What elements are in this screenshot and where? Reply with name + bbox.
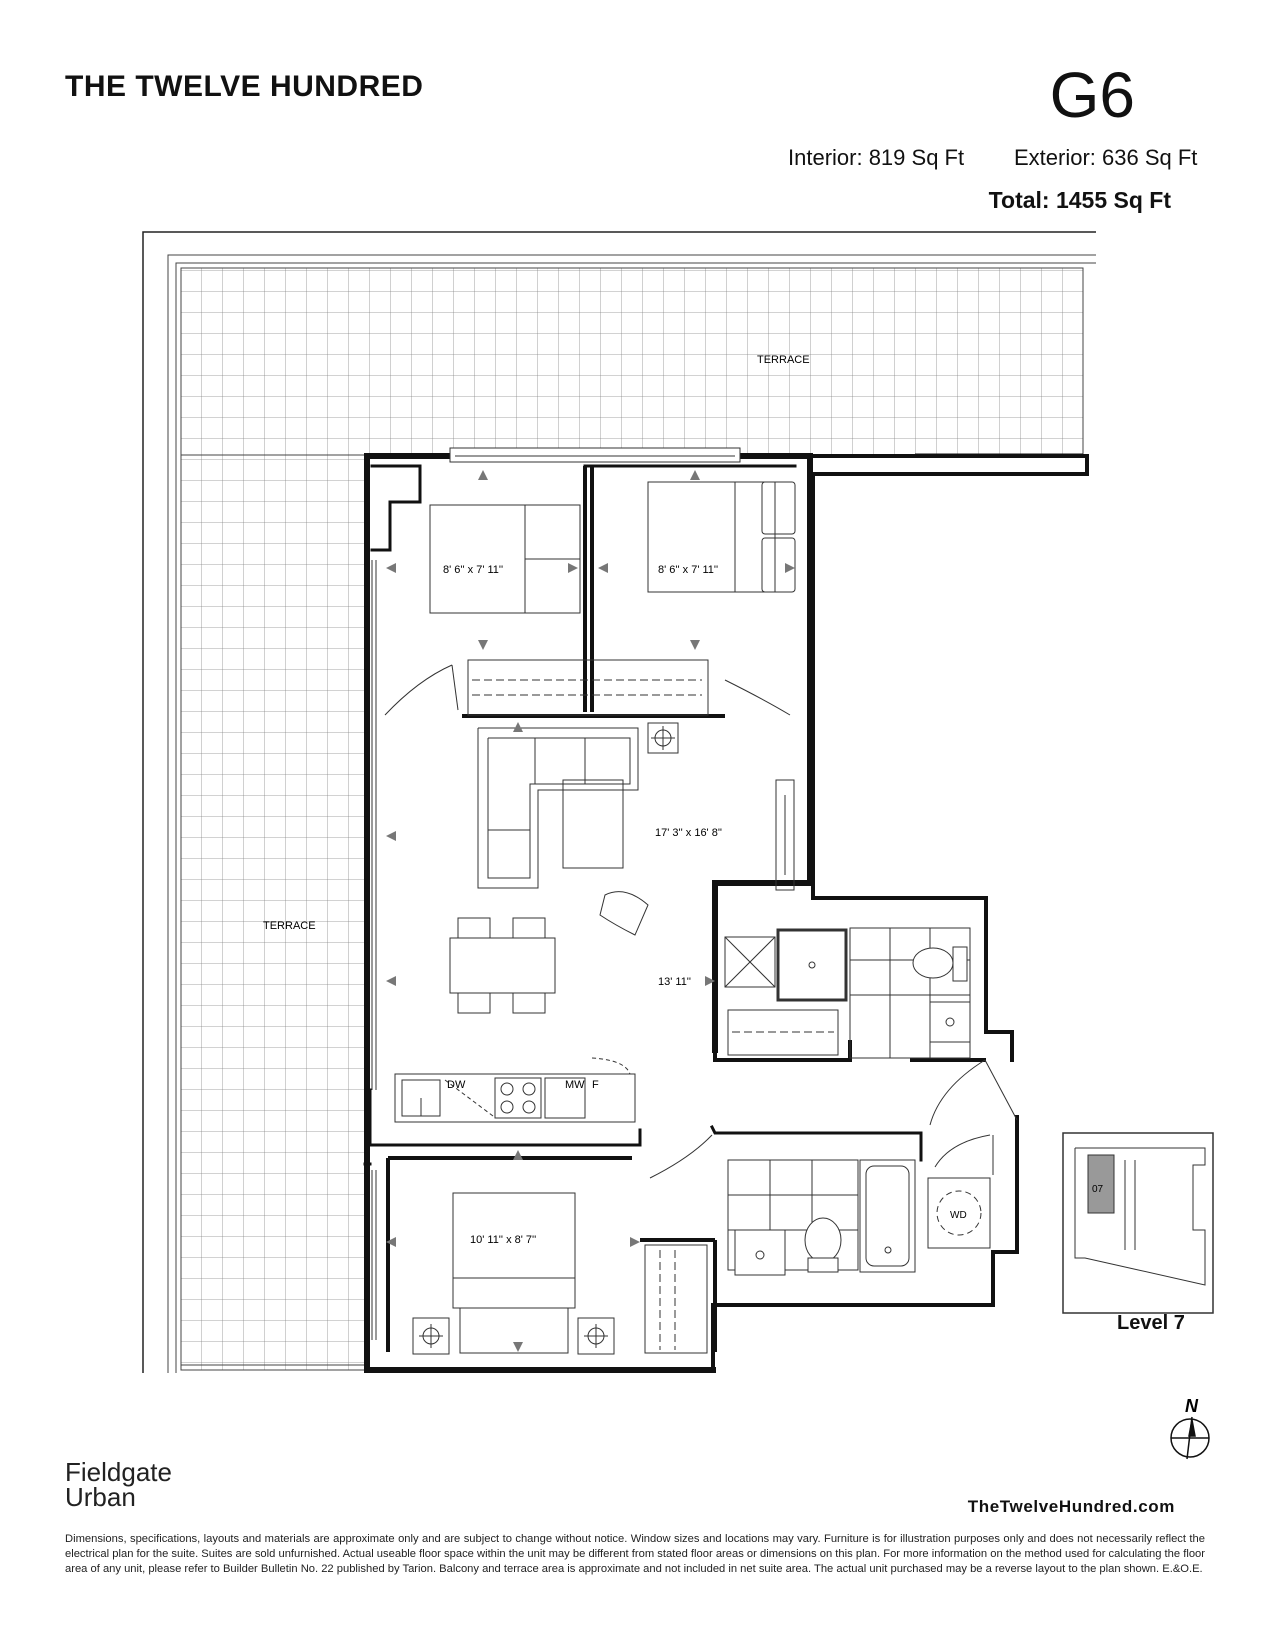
fridge-label: F [592,1079,599,1091]
wd-label: WD [950,1210,967,1221]
lounge-chair [599,891,649,936]
bedroom-1-dimensions: 8' 6'' x 7' 11'' [443,564,503,576]
dishwasher-label: DW [447,1079,466,1091]
website-link[interactable]: TheTwelveHundred.com [967,1497,1175,1516]
kitchen-counter [394,1057,636,1123]
terrace-left-label: TERRACE [263,920,316,932]
terrace-outline [142,231,1096,1373]
bedroom-3-dimensions: 10' 11'' x 8' 7'' [470,1234,536,1246]
compass-icon [1170,1416,1210,1460]
developer-logo: Fieldgate Urban [65,1457,172,1512]
keyplan-unit-tag: 07 [1092,1184,1104,1195]
compass-north-label: N [1185,1396,1199,1416]
unit-walls [363,453,1089,1373]
brand-line-1: Fieldgate [65,1457,172,1487]
bedroom-2-dimensions: 8' 6'' x 7' 11'' [658,564,718,576]
coffee-table [562,779,624,869]
bathroom-1 [724,927,971,1059]
washer-dryer [927,1177,991,1249]
bathroom-2 [727,1159,916,1276]
door-swings [384,664,1018,1179]
disclaimer-text: Dimensions, specifications, layouts and … [65,1533,1205,1575]
dining-dimensions: 13' 11'' [658,976,691,988]
total-area: Total: 1455 Sq Ft [988,187,1171,213]
interior-area: Interior: 819 Sq Ft [788,145,965,170]
keyplan-level-label: Level 7 [1117,1312,1185,1334]
partitions [386,466,986,1352]
ceiling-light-icon [647,722,679,754]
dining-table [449,917,556,1014]
bed-bedroom-2 [647,481,796,593]
sofa-sectional [477,727,639,889]
unit-code: G6 [1049,59,1135,131]
tv-console [775,779,795,891]
exterior-area: Exterior: 636 Sq Ft [1014,145,1198,170]
terrace-left-tiles [180,454,366,1371]
brand-line-2: Urban [65,1482,136,1512]
terrace-top-label: TERRACE [757,354,810,366]
bed-bedroom-1 [429,504,581,614]
view-arrows [386,470,795,1352]
microwave-label: MW [565,1079,585,1091]
terrace-top-tiles [180,267,1084,456]
closets [467,659,709,1354]
bed-bedroom-3 [412,1192,615,1355]
windows [371,447,741,1340]
project-title: THE TWELVE HUNDRED [65,70,424,103]
keyplan [1062,1132,1214,1314]
living-dimensions: 17' 3'' x 16' 8'' [655,827,722,839]
